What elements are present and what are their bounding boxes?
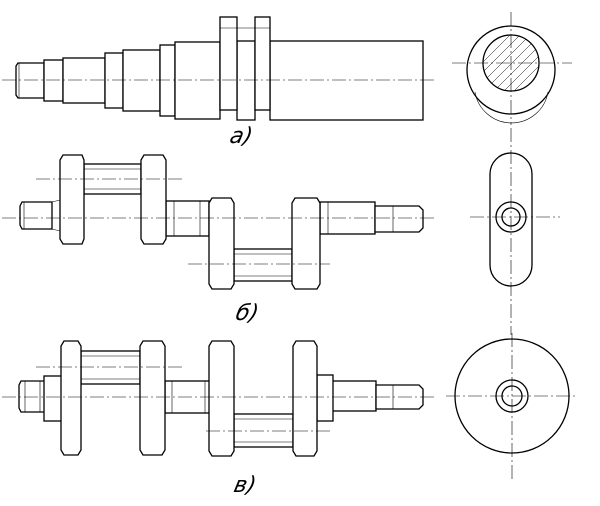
caption-a: а) (227, 124, 255, 149)
view-b-crankshaft (2, 154, 436, 290)
crank-b-web-2 (140, 154, 167, 245)
shaft-a-step-4 (122, 49, 161, 112)
shaft-a-step-2 (62, 57, 106, 104)
shaft-a-step-5 (159, 44, 176, 117)
crank-b-web-3 (208, 197, 235, 290)
crank-v-web-3 (208, 340, 235, 457)
shaft-a-step-6 (174, 41, 221, 120)
shaft-a-collar-right (254, 16, 271, 111)
shaft-a-collar-neck (236, 40, 256, 121)
view-a-end-view (452, 12, 572, 125)
view-v-end-view (446, 333, 578, 480)
shaft-a-step-1 (43, 59, 64, 102)
caption-b: б) (233, 301, 261, 326)
crank-b-web-4 (291, 197, 321, 290)
counterweight-right (316, 374, 334, 422)
crank-b-lower-pin (233, 248, 293, 282)
shaft-a-collar-left (219, 16, 238, 111)
crank-b-web-1 (59, 154, 85, 245)
shaft-a-main-body (269, 40, 424, 121)
crank-b-main-journal (165, 200, 210, 237)
shaft-a-left-end-journal (15, 62, 45, 99)
crank-b-left-end (19, 201, 53, 230)
crank-v-web-1 (60, 340, 82, 456)
crank-b-right-end (374, 205, 424, 233)
view-a-stepped-shaft (2, 16, 436, 121)
section-hatching (483, 35, 539, 91)
crank-v-web-2 (139, 340, 166, 456)
shaft-a-step-3 (104, 52, 124, 109)
view-v-crankshaft (2, 340, 436, 457)
crank-v-lower-pin (233, 413, 294, 448)
crank-v-web-4 (292, 340, 318, 457)
view-b-end-view (470, 128, 560, 335)
